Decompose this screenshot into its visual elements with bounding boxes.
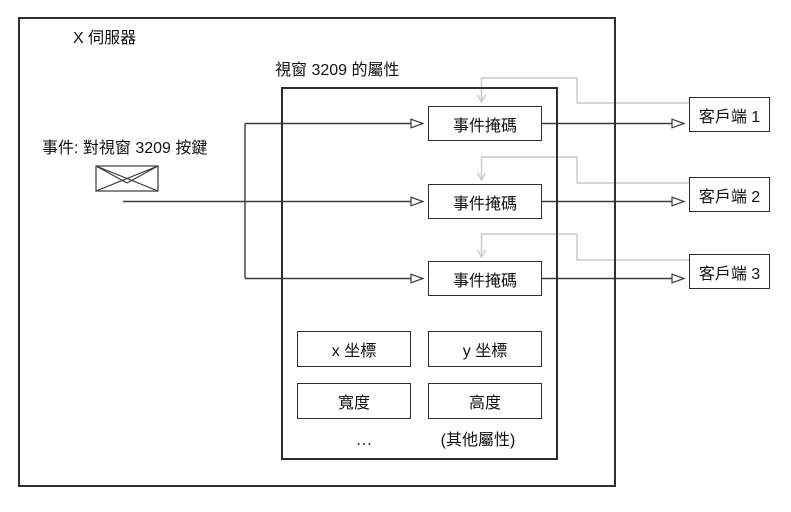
event-flow-lines bbox=[123, 118, 686, 284]
down-arrow-icon bbox=[476, 94, 487, 104]
client-label: 客戶端 3 bbox=[698, 265, 761, 283]
attribute-label: x 坐標 bbox=[331, 343, 377, 360]
right-arrow-icon bbox=[410, 118, 425, 129]
client-box-1: 客戶端 1 bbox=[689, 97, 770, 132]
down-arrow-icon bbox=[476, 172, 487, 182]
right-arrow-icon bbox=[410, 273, 425, 284]
attribute-box-x-coordinate: x 坐標 bbox=[297, 331, 411, 367]
event-mask-label: 事件掩碼 bbox=[452, 272, 517, 290]
event-mask-label: 事件掩碼 bbox=[452, 195, 517, 213]
attribute-box-width: 寬度 bbox=[297, 383, 411, 419]
event-mask-box-2: 事件掩碼 bbox=[428, 184, 542, 219]
other-attributes-label: (其他屬性) bbox=[440, 432, 516, 449]
event-label: 事件: 對視窗 3209 按鍵 bbox=[42, 140, 208, 157]
attribute-label: 高度 bbox=[468, 395, 501, 412]
right-arrow-icon bbox=[671, 273, 686, 284]
right-arrow-icon bbox=[410, 196, 425, 207]
x-server-title: X 伺服器 bbox=[73, 30, 137, 47]
attribute-box-height: 高度 bbox=[428, 383, 542, 419]
down-arrow-icon bbox=[476, 249, 487, 259]
envelope-icon bbox=[95, 165, 159, 192]
event-mask-box-1: 事件掩碼 bbox=[428, 106, 542, 141]
x-server-box bbox=[18, 17, 616, 487]
window-properties-title: 視窗 3209 的屬性 bbox=[275, 62, 400, 79]
right-arrow-icon bbox=[671, 118, 686, 129]
client-box-3: 客戶端 3 bbox=[689, 254, 770, 289]
client-label: 客戶端 1 bbox=[698, 108, 761, 126]
attribute-box-y-coordinate: y 坐標 bbox=[428, 331, 542, 367]
other-attributes-ellipsis: ... bbox=[356, 432, 373, 449]
attribute-label: y 坐標 bbox=[462, 343, 508, 360]
window-properties-box bbox=[281, 87, 558, 460]
client-box-2: 客戶端 2 bbox=[689, 177, 770, 212]
client-label: 客戶端 2 bbox=[698, 188, 761, 206]
event-mask-label: 事件掩碼 bbox=[452, 117, 517, 135]
right-arrow-icon bbox=[671, 196, 686, 207]
attribute-label: 寬度 bbox=[337, 395, 370, 412]
event-mask-box-3: 事件掩碼 bbox=[428, 261, 542, 296]
